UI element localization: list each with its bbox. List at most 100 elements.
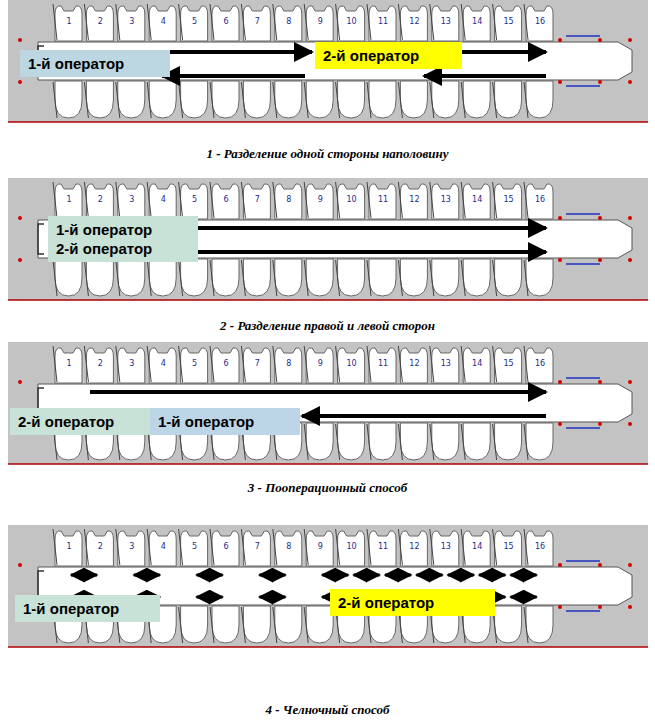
route-arrow [511,596,537,599]
stall-number: 3 [118,542,146,552]
stall-rail [210,260,214,296]
stall-top [181,6,208,41]
stall-top [55,184,82,219]
stall-number: 11 [369,17,397,27]
stall-bottom [338,81,365,118]
stall-rail [493,529,497,565]
stall-number: 12 [400,542,428,552]
stall-rail [179,529,183,565]
panel-caption: 2 - Разделение правой и левой сторон [0,318,655,334]
stall-bottom [118,81,145,118]
stall-bottom [243,81,270,118]
stall-number: 8 [275,359,303,369]
stall-rail [147,82,151,118]
stall-rail [304,4,308,40]
parlor-floor [8,342,648,464]
stall-top [400,348,427,383]
stall-top [86,6,113,41]
stall-top [463,531,490,566]
stall-number: 3 [118,359,146,369]
stall-top [432,6,459,41]
marker-dot [598,380,602,384]
stall-top [495,6,522,41]
stall-rail [461,82,465,118]
stall-top [463,6,490,41]
stall-number: 4 [149,195,177,205]
floor-edge [8,299,648,301]
stall-bottom [495,259,522,296]
stall-top [243,6,270,41]
stall-top [275,348,302,383]
route-arrow [170,50,312,54]
stall-rail [53,182,57,218]
stall-top [275,531,302,566]
stall-number: 15 [495,17,523,27]
stall-number: 16 [526,195,554,205]
stall-number: 10 [338,195,366,205]
stall-top [118,531,145,566]
stall-number: 9 [306,542,334,552]
stall-rail [304,607,308,643]
stall-rail [524,424,528,460]
stall-number: 2 [86,542,114,552]
stall-top [118,6,145,41]
stall-rail [336,260,340,296]
stall-rail [84,260,88,296]
stall-rail [524,260,528,296]
stall-number: 16 [526,17,554,27]
stall-number: 13 [432,542,460,552]
marker-dot [628,38,632,42]
marker-dot [598,605,602,609]
stall-bottom [86,259,113,296]
stall-number: 6 [212,195,240,205]
stall-number: 10 [338,359,366,369]
gate-line [566,85,600,87]
stall-top [275,184,302,219]
stall-rail [524,607,528,643]
stall-top [432,531,459,566]
marker-dot [598,80,602,84]
stall-number: 7 [243,359,271,369]
stall-rail [116,346,120,382]
marker-dot [558,380,562,384]
operator-box: 2-й оператор [10,408,150,435]
gate-line [566,560,600,562]
operator-box: 1-й оператор2-й оператор [48,216,198,262]
stall-number: 16 [526,359,554,369]
stall-top [181,184,208,219]
route-arrow [190,226,546,230]
stall-bottom [338,423,365,460]
stall-rail [241,346,245,382]
operator-label: 2-й оператор [338,593,487,612]
gate-line [566,427,600,429]
stall-number: 3 [118,195,146,205]
stall-bottom [526,81,553,118]
stall-top [149,348,176,383]
stall-bottom [495,423,522,460]
stall-number: 8 [275,195,303,205]
stall-rail [273,260,277,296]
stall-rail [430,182,434,218]
operator-label: 1-й оператор [23,599,152,618]
stall-rail [367,82,371,118]
stall-top [306,348,333,383]
stall-rail [273,82,277,118]
stall-bottom [526,423,553,460]
operator-label: 2-й оператор [323,46,454,65]
stall-number: 14 [463,542,491,552]
stall-bottom [400,259,427,296]
route-arrow [511,574,537,577]
pit-entrance [38,224,44,254]
marker-dot [558,422,562,426]
route-arrow [416,574,442,577]
stall-top [86,531,113,566]
stall-bottom [212,606,239,643]
marker-dot [558,80,562,84]
stall-rail [461,346,465,382]
stall-number: 6 [212,542,240,552]
stall-top [369,184,396,219]
stall-rail [241,4,245,40]
stall-top [338,348,365,383]
stall-bottom [86,81,113,118]
